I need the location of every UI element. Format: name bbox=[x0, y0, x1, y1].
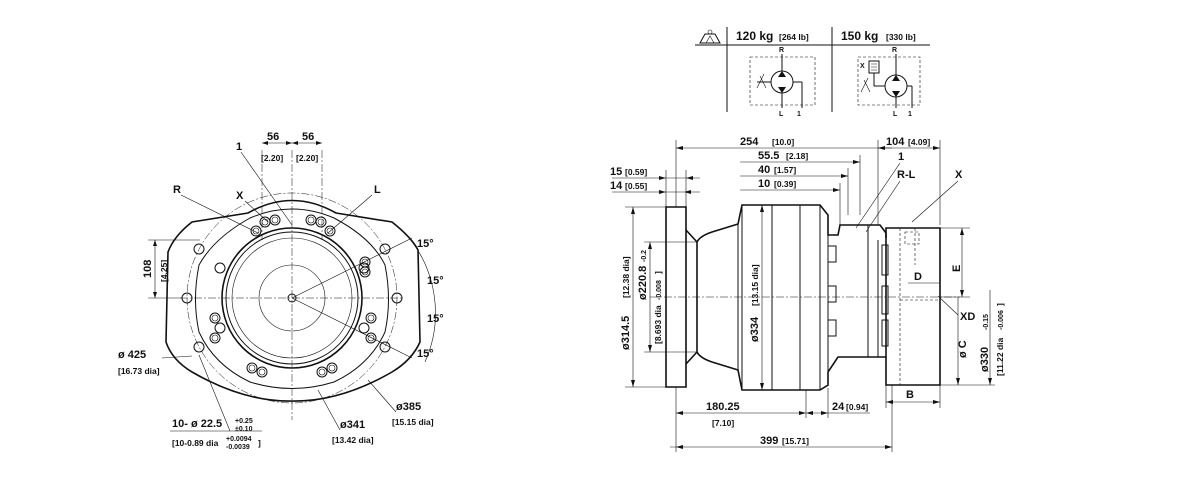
side-dia-330-imperial-close: ] bbox=[995, 303, 1005, 306]
side-label-e: E bbox=[951, 265, 963, 272]
schematic-brake-port-x: X bbox=[860, 63, 865, 70]
side-dim-399-imperial: [15.71] bbox=[782, 436, 809, 446]
schematic-std-port-l: L bbox=[779, 111, 784, 118]
front-holes-imperial-tol-upper: +0.0094 bbox=[226, 436, 252, 443]
weight-brake: 150 kg bbox=[841, 29, 878, 43]
side-dim-104-imperial: [4.09] bbox=[908, 137, 930, 147]
side-dim-180-25: 180.25 bbox=[706, 401, 740, 413]
front-dia-341-imperial: [13.42 dia] bbox=[332, 435, 374, 445]
side-dia-330-tol: -0.15 bbox=[983, 314, 990, 330]
side-dia-334-imperial: [13.15 dia] bbox=[750, 264, 760, 306]
front-label-x: X bbox=[236, 190, 244, 202]
side-dia-314-5-imperial: [12.38 dia] bbox=[621, 256, 631, 298]
side-dia-220-8: ø220.8 bbox=[637, 266, 649, 300]
side-label-d: D bbox=[914, 271, 922, 283]
hydraulic-schematic-standard: R L 1 bbox=[749, 47, 816, 118]
front-angle-4: 15° bbox=[417, 348, 434, 360]
side-dia-220-8-imperial-tol: -0.008 bbox=[656, 280, 663, 300]
side-label-b: B bbox=[906, 389, 914, 401]
port-bosses bbox=[209, 214, 377, 378]
front-holes: 10- ø 22.5 bbox=[172, 418, 222, 430]
side-dia-220-8-imperial-close: ] bbox=[653, 271, 663, 274]
weight-icon bbox=[699, 29, 721, 44]
side-label-x: X bbox=[955, 169, 963, 181]
front-holes-tol-lower: ±0.10 bbox=[235, 426, 253, 433]
weight-standard-imperial: [264 lb] bbox=[779, 32, 809, 42]
front-holes-tol-upper: +0.25 bbox=[235, 418, 253, 425]
front-dim-56-right: 56 bbox=[302, 131, 314, 143]
front-holes-imperial: [10-0.89 dia bbox=[172, 438, 219, 448]
side-dia-330: ø330 bbox=[979, 347, 991, 372]
side-dim-14: 14 bbox=[610, 180, 623, 192]
front-dim-108: 108 bbox=[142, 260, 154, 278]
weight-brake-imperial: [330 lb] bbox=[886, 32, 916, 42]
side-label-1: 1 bbox=[898, 151, 904, 163]
side-dim-10-imperial: [0.39] bbox=[774, 179, 796, 189]
weight-table: 120 kg [264 lb] 150 kg [330 lb] R L 1 bbox=[695, 27, 930, 118]
front-angle-2: 15° bbox=[427, 275, 444, 287]
front-angle-3: 15° bbox=[427, 313, 444, 325]
side-dim-254-imperial: [10.0] bbox=[772, 137, 794, 147]
side-dia-220-8-imperial: [8.693 dia bbox=[653, 305, 663, 344]
side-dim-15: 15 bbox=[610, 166, 622, 178]
side-dim-14-imperial: [0.55] bbox=[625, 181, 647, 191]
schematic-brake-port-r: R bbox=[892, 47, 897, 54]
front-holes-imperial-close: ] bbox=[258, 438, 261, 448]
side-dim-55-5-imperial: [2.18] bbox=[786, 151, 808, 161]
front-angle-1: 15° bbox=[417, 238, 434, 250]
front-view: 56 [2.20] 56 [2.20] 1 R X L 108 [4.25] 1… bbox=[118, 131, 444, 451]
schematic-std-port-r: R bbox=[779, 47, 784, 54]
hydraulic-schematic-brake: R X L 1 bbox=[857, 47, 921, 118]
side-dim-40-imperial: [1.57] bbox=[774, 165, 796, 175]
side-label-c: ø C bbox=[957, 340, 969, 358]
front-dia-341: ø341 bbox=[340, 419, 365, 431]
side-dim-180-25-imperial: [7.10] bbox=[712, 418, 734, 428]
schematic-std-port-1: 1 bbox=[797, 111, 801, 118]
front-label-1: 1 bbox=[236, 141, 242, 153]
side-dim-24-imperial: [0.94] bbox=[846, 402, 868, 412]
schematic-brake-port-l: L bbox=[893, 111, 898, 118]
side-dim-399: 399 bbox=[760, 435, 778, 447]
front-dia-425-imperial: [16.73 dia] bbox=[118, 366, 160, 376]
side-label-xd: XD bbox=[960, 311, 975, 323]
side-dim-104: 104 bbox=[886, 136, 905, 148]
front-dia-385-imperial: [15.15 dia] bbox=[392, 417, 434, 427]
front-dim-56-right-imperial: [2.20] bbox=[296, 153, 318, 163]
side-dim-15-imperial: [0.59] bbox=[625, 167, 647, 177]
side-dim-24: 24 bbox=[832, 401, 845, 413]
front-label-r: R bbox=[173, 184, 181, 196]
side-dim-254: 254 bbox=[740, 136, 759, 148]
side-view: 254 [10.0] 104 [4.09] 55.5 [2.18] 40 [1.… bbox=[610, 136, 1005, 452]
side-dim-55-5: 55.5 bbox=[758, 150, 779, 162]
front-dia-385: ø385 bbox=[396, 401, 421, 413]
side-dim-10: 10 bbox=[758, 178, 770, 190]
schematic-brake-port-1: 1 bbox=[908, 111, 912, 118]
side-dia-330-imperial: [11.22 dia bbox=[995, 337, 1005, 376]
weight-standard: 120 kg bbox=[736, 29, 773, 43]
side-dia-330-imperial-tol: -0.006 bbox=[998, 310, 1005, 330]
front-label-l: L bbox=[374, 184, 381, 196]
side-dia-334: ø334 bbox=[749, 316, 761, 342]
side-dia-314-5: ø314.5 bbox=[620, 316, 632, 350]
front-dim-108-imperial: [4.25] bbox=[159, 260, 169, 282]
side-label-r-l: R-L bbox=[897, 169, 916, 181]
side-dim-40: 40 bbox=[758, 164, 770, 176]
front-dim-56-left-imperial: [2.20] bbox=[261, 153, 283, 163]
front-dim-56-left: 56 bbox=[267, 131, 279, 143]
front-dia-425: ø 425 bbox=[118, 349, 146, 361]
side-dia-220-8-tol: -0.2 bbox=[641, 250, 648, 262]
front-holes-imperial-tol-lower: -0.0039 bbox=[226, 444, 250, 451]
